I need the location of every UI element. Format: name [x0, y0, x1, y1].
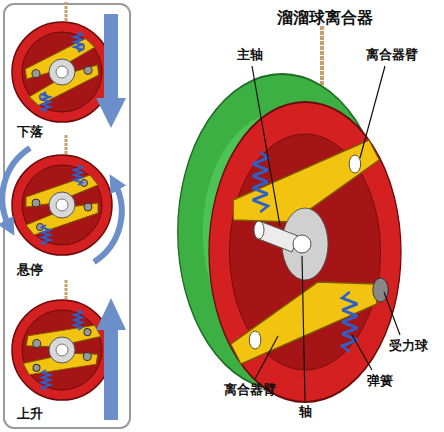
- pivot-ball: [83, 352, 92, 361]
- wheel-rim: [12, 300, 112, 400]
- front-disc: [209, 102, 401, 402]
- state-panel: [4, 4, 130, 428]
- pivot-ball: [32, 339, 41, 348]
- clutch-arms: [26, 175, 98, 235]
- up-arrow: [96, 298, 126, 420]
- part-label: 受力球: [389, 338, 428, 354]
- rotation-arrow: [2, 148, 30, 228]
- yoyo-wheel: [12, 155, 112, 255]
- clutch-arm: [21, 342, 97, 386]
- pivot-ball: [84, 66, 93, 75]
- axle: [56, 66, 68, 78]
- clutch-arms: [21, 314, 102, 386]
- axle: [293, 235, 311, 253]
- leader-line: [255, 336, 278, 379]
- part-label: 离合器臂: [224, 382, 276, 398]
- part-label: 轴: [299, 404, 312, 420]
- spring: [342, 292, 357, 352]
- hub: [49, 59, 75, 85]
- clutch-arms: [22, 37, 102, 106]
- leader-line: [360, 66, 385, 158]
- spring: [74, 32, 82, 52]
- pivot-ball: [249, 331, 261, 349]
- state-label: 下落: [17, 124, 43, 140]
- yoyo-wheel: [12, 300, 112, 400]
- spring: [253, 152, 268, 212]
- state-label: 悬停: [17, 262, 43, 278]
- leader-line: [252, 66, 280, 226]
- pivot-ball: [83, 328, 91, 336]
- pivot-ball: [32, 199, 40, 207]
- rotation-arrow: [94, 182, 122, 262]
- wheel-cavity: [22, 165, 102, 245]
- down-arrow: [96, 14, 126, 128]
- leader-line: [302, 256, 305, 401]
- state-label: 上升: [17, 406, 43, 422]
- spring: [42, 225, 50, 245]
- hub: [49, 337, 75, 363]
- leader-line: [352, 335, 372, 370]
- pivot-ball: [32, 364, 40, 372]
- clutch-arm: [26, 314, 102, 358]
- axle: [56, 199, 68, 211]
- red-cavity: [229, 134, 380, 370]
- spring: [42, 92, 50, 112]
- part-label: 离合器臂: [366, 47, 418, 63]
- wheel-rim: [12, 155, 112, 255]
- axle: [56, 344, 68, 356]
- hub: [49, 192, 75, 218]
- wheel-cavity: [22, 310, 102, 390]
- yoyo-wheel: [12, 22, 112, 122]
- spring: [42, 370, 50, 390]
- spring: [74, 310, 82, 330]
- clutch-arm: [22, 37, 98, 79]
- pivot-ball: [84, 203, 92, 211]
- part-label: 弹簧: [367, 373, 393, 389]
- part-label: 主轴: [237, 47, 263, 63]
- clutch-arm: [26, 65, 102, 107]
- leader-line: [384, 292, 400, 335]
- shaft-end: [254, 221, 264, 239]
- red-rim: [209, 102, 401, 402]
- pivot-ball: [31, 69, 40, 78]
- wheel-cavity: [22, 32, 102, 112]
- pivot-ball: [349, 155, 361, 173]
- spring: [74, 165, 82, 185]
- wheel-rim: [12, 22, 112, 122]
- title: 溜溜球离合器: [277, 8, 373, 27]
